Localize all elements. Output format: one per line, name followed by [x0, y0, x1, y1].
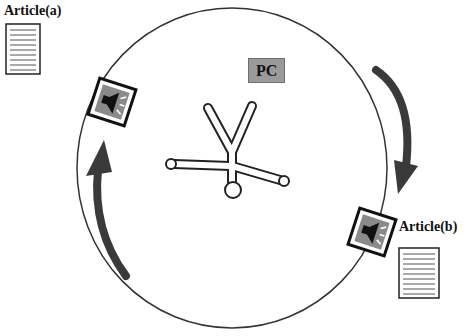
article-document: Article(a)	[4, 2, 62, 75]
article-document: Article(b)	[399, 218, 457, 299]
pc-box: PC	[248, 58, 285, 83]
speaker-icon	[348, 208, 396, 256]
speaker-icon	[88, 78, 136, 126]
document-title: Article(a)	[4, 2, 62, 19]
cycle-arrow	[86, 140, 126, 276]
document-title: Article(b)	[399, 218, 457, 235]
person-figure	[166, 106, 289, 198]
cycle-arrow	[376, 70, 418, 194]
cycle-circle	[77, 8, 387, 328]
document-icon	[5, 23, 41, 75]
document-icon	[398, 247, 440, 299]
box-label: PC	[248, 58, 285, 83]
